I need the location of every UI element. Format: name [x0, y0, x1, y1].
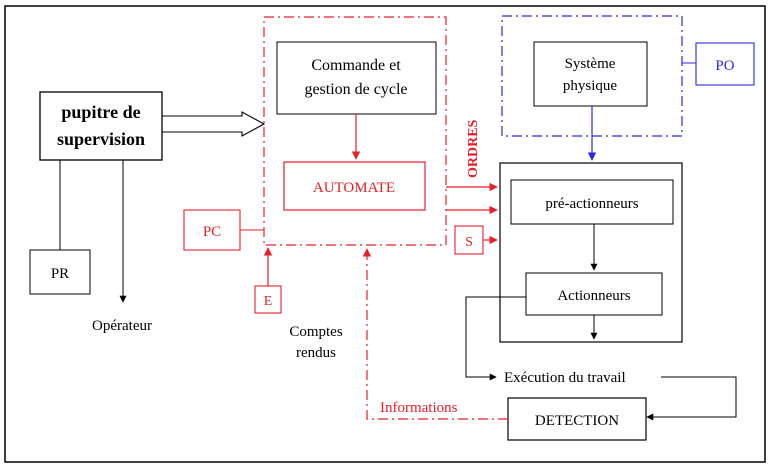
execution-label: Exécution du travail	[504, 370, 626, 386]
pr-label: PR	[51, 266, 69, 282]
detection-box	[507, 397, 647, 441]
systeme-label-line2: physique	[563, 78, 618, 94]
commande-box	[276, 41, 437, 115]
systeme-box	[533, 41, 648, 107]
supervision-label-line2: supervision	[57, 129, 145, 149]
s-box	[454, 225, 484, 255]
po-box	[695, 42, 755, 86]
pre-actionneurs-label: pré-actionneurs	[545, 196, 638, 212]
pc-boundary	[263, 16, 447, 246]
systeme-label-line1: Système	[565, 56, 616, 72]
supervision-label-line1: pupitre de	[61, 102, 140, 122]
execution-to-detection-arrow	[646, 376, 737, 421]
commande-label-line1: Commande et	[311, 57, 401, 74]
operative-part-box	[499, 162, 683, 343]
supervision-box	[39, 91, 163, 161]
comptes-rendus-line1: Comptes	[289, 324, 342, 340]
supervision-to-pc-arrow	[162, 111, 266, 137]
ordres-label: ORDRES	[466, 119, 481, 178]
e-label: E	[264, 294, 273, 309]
po-label: PO	[715, 58, 734, 74]
actionneurs-label: Actionneurs	[557, 288, 630, 304]
pc-label: PC	[203, 224, 221, 240]
automate-box	[283, 161, 426, 211]
comptes-rendus-line2: rendus	[296, 345, 336, 361]
informations-feedback-line	[362, 248, 508, 420]
detection-label: DETECTION	[535, 413, 619, 429]
pr-box	[29, 249, 91, 295]
pre-actionneurs-box	[510, 179, 674, 225]
actionneurs-box	[525, 272, 663, 316]
commande-label-line2: gestion de cycle	[304, 81, 407, 98]
operateur-label: Opérateur	[92, 318, 152, 334]
automate-label: AUTOMATE	[313, 180, 395, 196]
execution-feed-line	[465, 296, 526, 381]
informations-label: Informations	[380, 400, 458, 416]
e-box	[254, 285, 282, 314]
s-label: S	[465, 235, 473, 250]
outer-frame	[4, 5, 766, 463]
